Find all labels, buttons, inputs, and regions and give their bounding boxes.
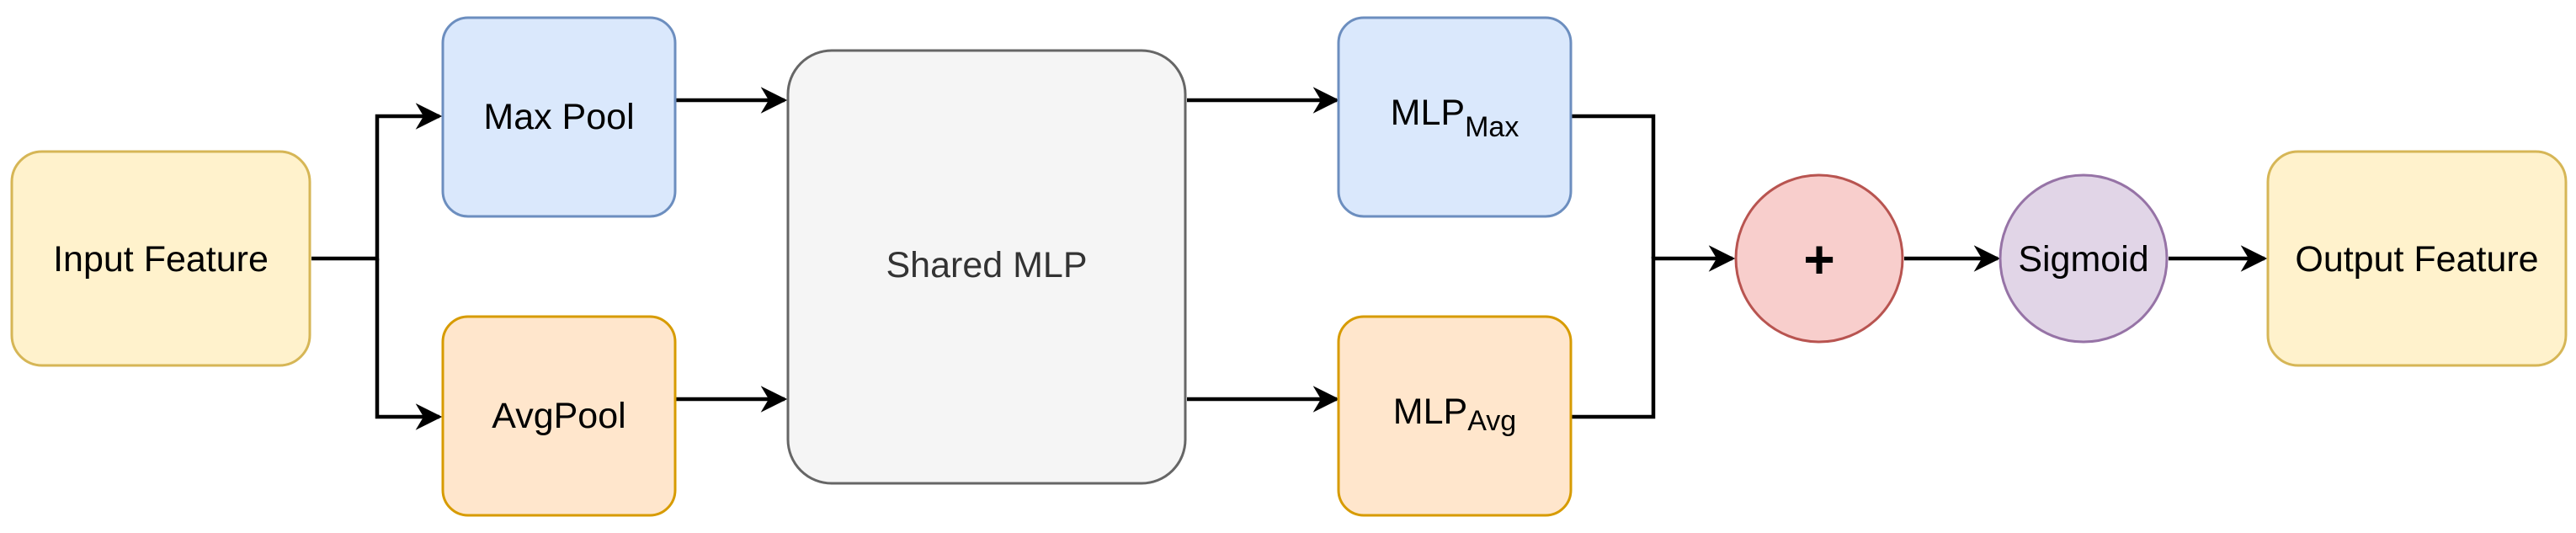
sigmoid-label: Sigmoid bbox=[2018, 239, 2148, 280]
mlp-max-label: MLPMax bbox=[1391, 93, 1520, 143]
avg-pool-label: AvgPool bbox=[492, 396, 625, 436]
add-node: + bbox=[1734, 173, 1904, 344]
mlp-avg-subscript: Avg bbox=[1467, 405, 1516, 437]
input-feature-node: Input Feature bbox=[10, 150, 311, 367]
shared-mlp-node: Shared MLP bbox=[786, 49, 1187, 485]
mlp-avg-base: MLP bbox=[1393, 392, 1467, 432]
mlp-max-node: MLPMax bbox=[1337, 16, 1573, 218]
mlp-max-subscript: Max bbox=[1465, 111, 1519, 143]
output-feature-label: Output Feature bbox=[2295, 239, 2538, 280]
max-pool-label: Max Pool bbox=[483, 97, 634, 137]
edge-input-to-maxpool bbox=[311, 103, 443, 261]
max-pool-node: Max Pool bbox=[441, 16, 677, 218]
avg-pool-node: AvgPool bbox=[441, 315, 677, 517]
mlp-avg-node: MLPAvg bbox=[1337, 315, 1573, 517]
plus-icon: + bbox=[1803, 229, 1834, 290]
edge-mlp-avg-to-add bbox=[1571, 245, 1736, 419]
edges bbox=[311, 87, 2268, 430]
input-feature-label: Input Feature bbox=[53, 239, 269, 280]
mlp-max-base: MLP bbox=[1391, 93, 1465, 133]
edge-mlp-max-to-add bbox=[1571, 114, 1656, 259]
edge-input-to-avgpool bbox=[375, 259, 443, 430]
shared-mlp-label: Shared MLP bbox=[886, 245, 1087, 285]
output-feature-node: Output Feature bbox=[2266, 150, 2568, 367]
mlp-avg-label: MLPAvg bbox=[1393, 392, 1516, 437]
sigmoid-node: Sigmoid bbox=[1999, 173, 2169, 344]
